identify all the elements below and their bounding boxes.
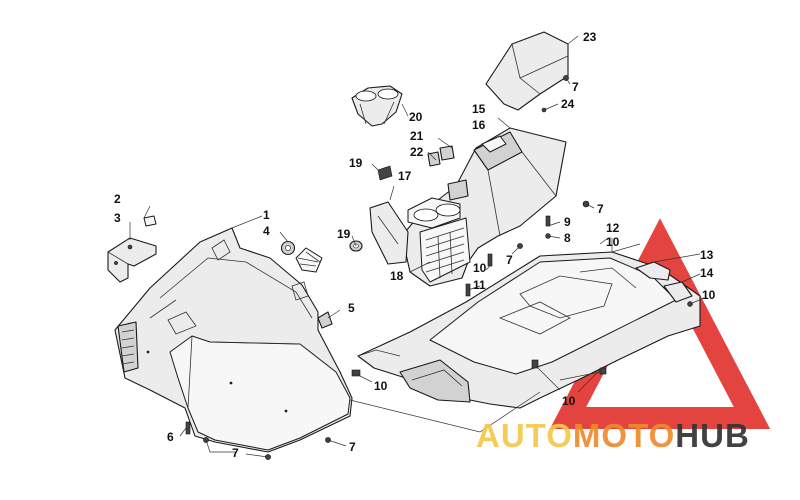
wire-harness-part xyxy=(295,247,323,273)
callout-10: 10 xyxy=(473,261,487,275)
front-cover-panel xyxy=(114,227,353,453)
callout-15: 15 xyxy=(472,102,486,116)
callout-14: 14 xyxy=(700,266,714,280)
callout-10: 10 xyxy=(702,288,716,302)
clip-10-bottom-right xyxy=(599,367,607,375)
callout-21: 21 xyxy=(410,129,424,143)
callout-5: 5 xyxy=(348,301,355,315)
cup-holder-insert xyxy=(351,85,403,127)
callout-6: 6 xyxy=(167,430,174,444)
callout-7: 7 xyxy=(597,202,604,216)
clip-10-bottom xyxy=(531,359,539,369)
watermark-auto: AUTO xyxy=(476,417,573,454)
callout-19: 19 xyxy=(349,156,363,170)
bolt-10-center xyxy=(487,253,493,267)
callout-16: 16 xyxy=(472,118,486,132)
callout-7: 7 xyxy=(349,440,356,454)
mounting-bracket xyxy=(107,237,157,283)
floor-tray xyxy=(357,243,701,409)
callout-13: 13 xyxy=(700,248,714,262)
callout-11: 11 xyxy=(473,278,486,292)
callout-8: 8 xyxy=(564,231,571,245)
callout-24: 24 xyxy=(561,97,575,111)
callout-22: 22 xyxy=(410,145,424,159)
callout-10: 10 xyxy=(562,394,576,408)
callout-17: 17 xyxy=(398,169,412,183)
bolt-6 xyxy=(185,421,191,435)
callout-10: 10 xyxy=(606,235,620,249)
latch-part xyxy=(317,311,333,329)
callout-7: 7 xyxy=(572,80,579,94)
callout-7: 7 xyxy=(506,253,513,267)
bolt-9 xyxy=(545,215,551,227)
clip-part xyxy=(143,215,157,227)
callout-4: 4 xyxy=(263,224,270,238)
console-side-panel xyxy=(369,201,409,265)
center-console-body xyxy=(401,127,567,287)
grommet-part xyxy=(280,240,296,256)
fastener-19-upper xyxy=(377,165,393,181)
part-21-block xyxy=(439,145,455,161)
callout-18: 18 xyxy=(390,269,404,283)
watermark-hub: HUB xyxy=(675,417,750,454)
callout-2: 2 xyxy=(114,192,121,206)
callout-labels: 23 7 24 20 15 16 21 22 19 17 7 1 9 8 2 3… xyxy=(114,30,716,460)
callout-3: 3 xyxy=(114,211,121,225)
callout-1: 1 xyxy=(263,208,270,222)
side-bracket-lower xyxy=(663,281,693,303)
callout-7: 7 xyxy=(232,446,239,460)
side-bracket-upper xyxy=(635,261,671,281)
svg-text:AUTOMOTOHUB: AUTOMOTOHUB xyxy=(476,417,750,454)
callout-12: 12 xyxy=(606,221,620,235)
callout-10: 10 xyxy=(374,379,388,393)
watermark-logo: AUTOMOTOHUB xyxy=(476,417,750,454)
watermark-moto: MOTO xyxy=(573,417,675,454)
part-22-block xyxy=(427,151,441,167)
callout-23: 23 xyxy=(583,30,597,44)
clip-10-left xyxy=(351,369,361,377)
callout-9: 9 xyxy=(564,215,571,229)
console-lid xyxy=(485,31,569,111)
callout-20: 20 xyxy=(409,110,423,124)
callout-19: 19 xyxy=(337,227,351,241)
leader-lines xyxy=(129,35,705,458)
